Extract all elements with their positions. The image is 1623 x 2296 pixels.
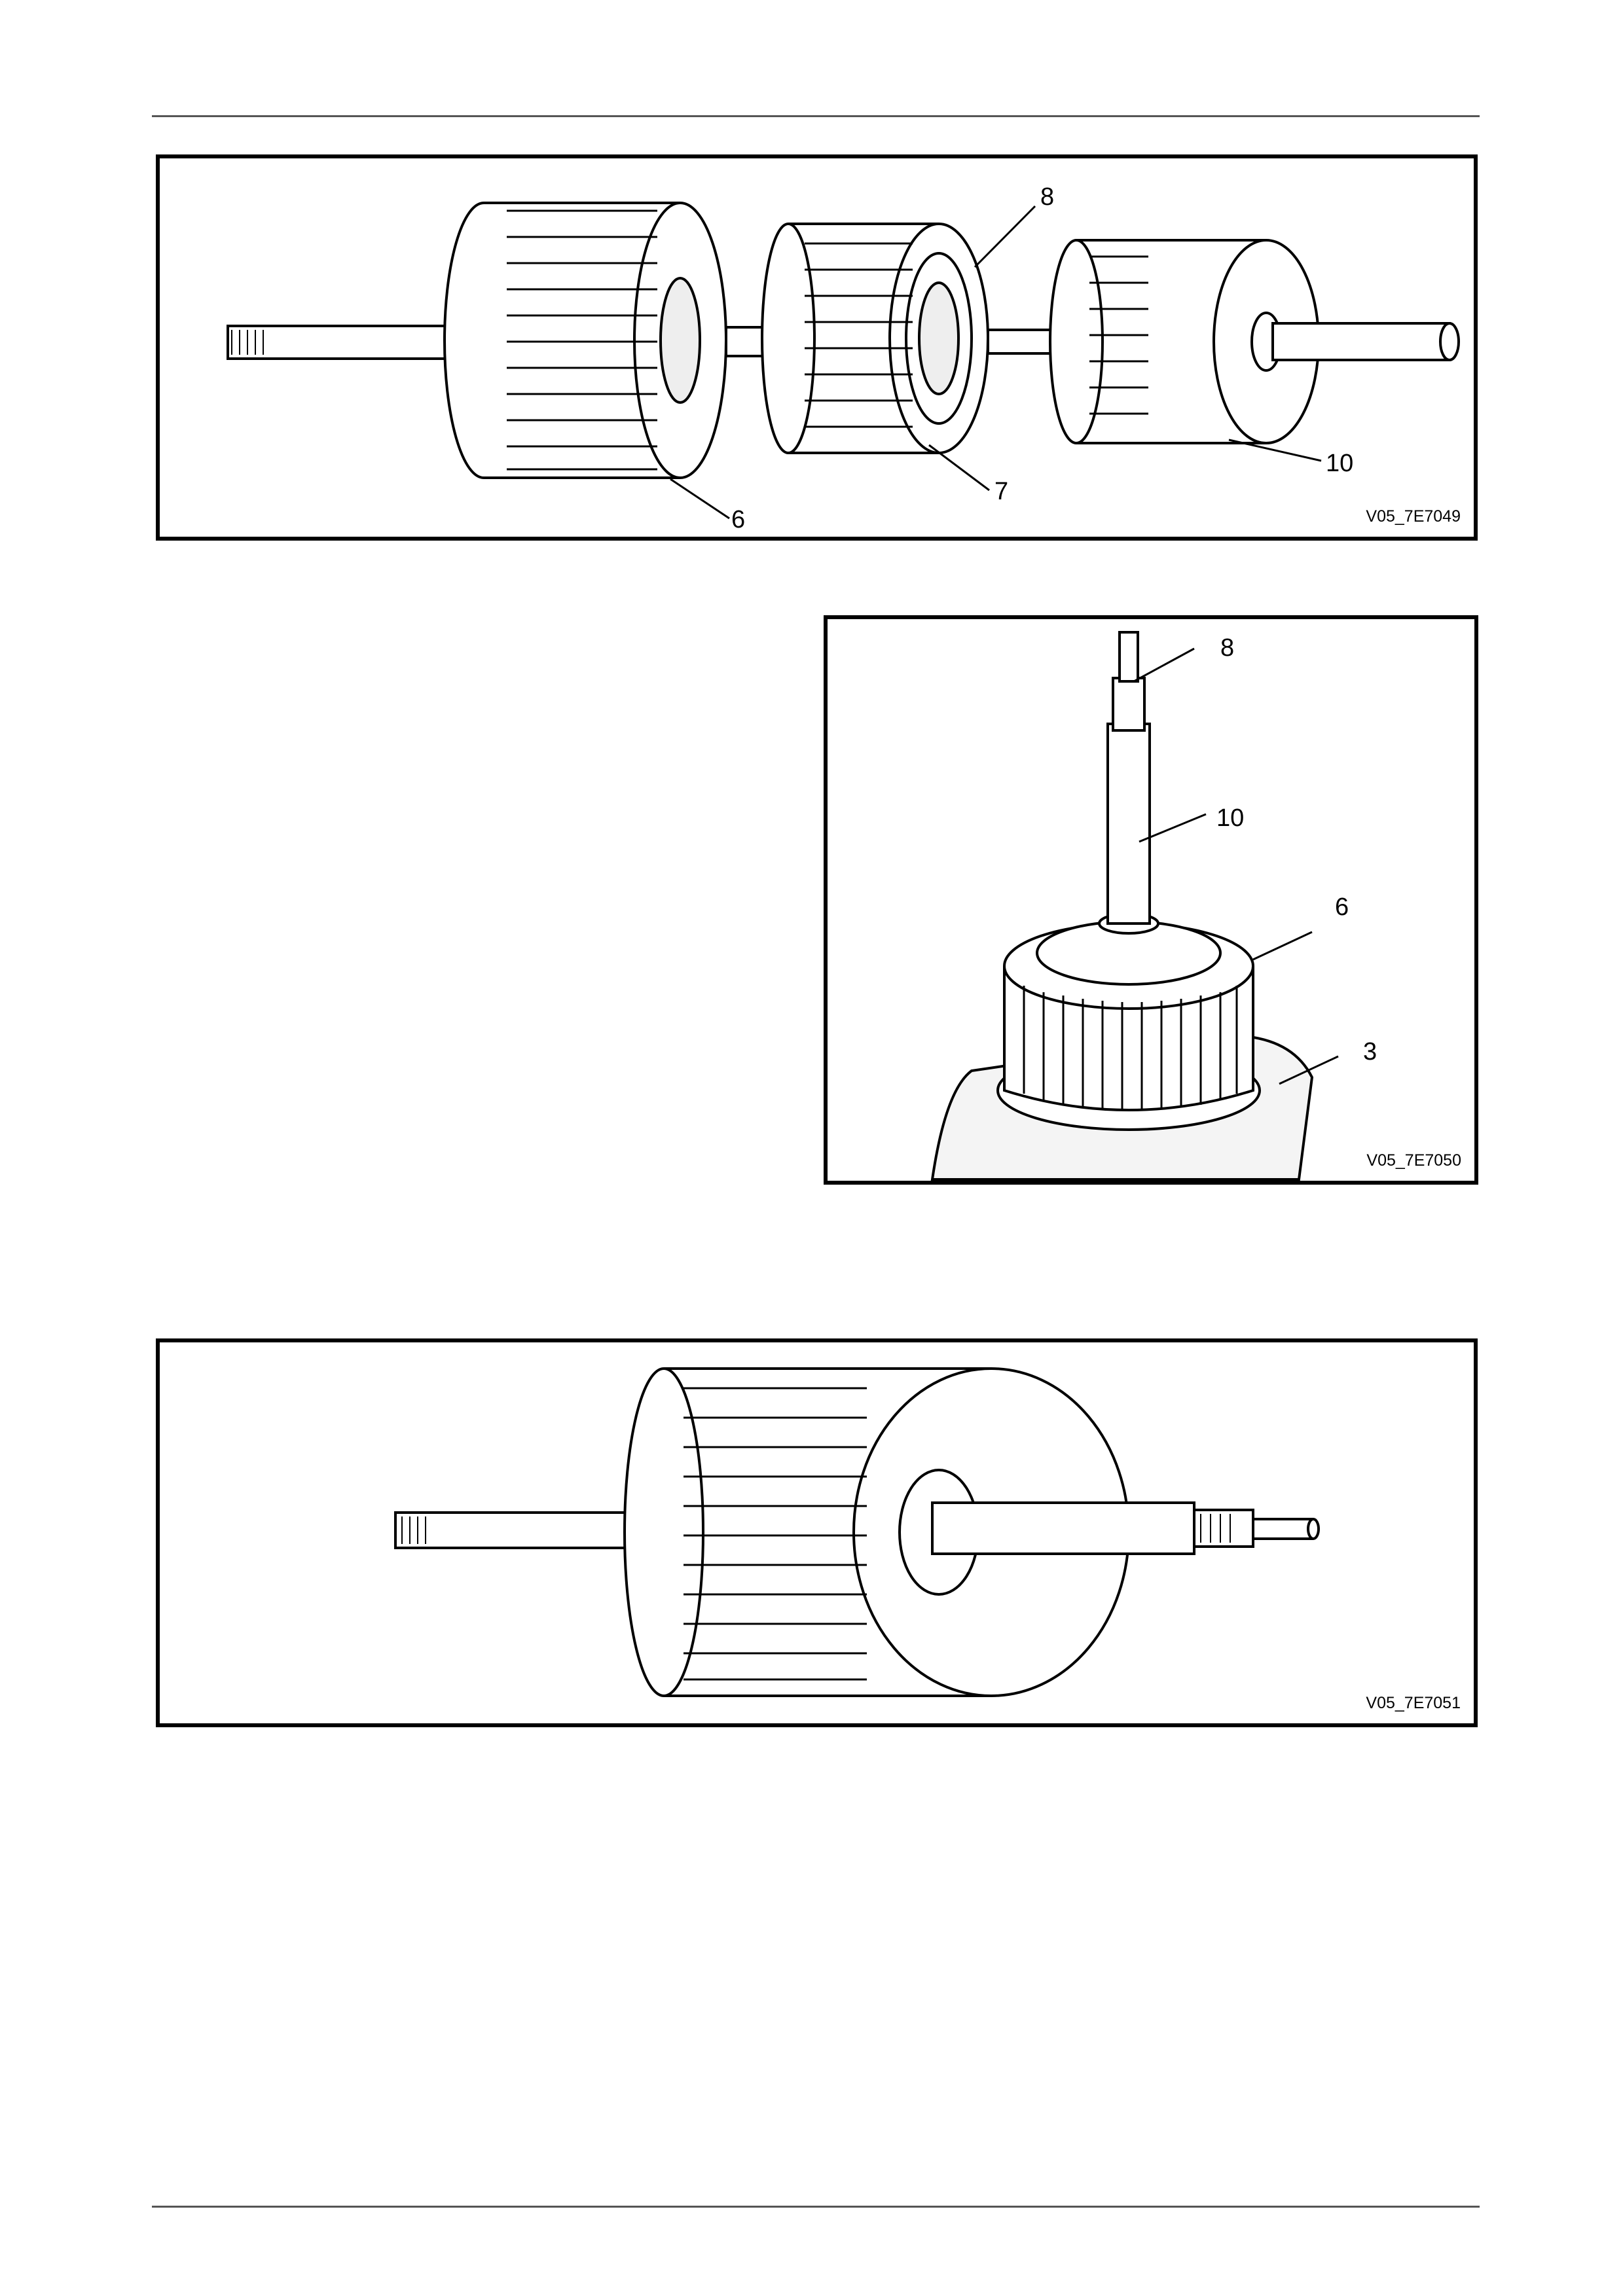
header-rule [152,115,1480,117]
callout-10: 10 [1326,451,1353,476]
figure-code: V05_7E7051 [1366,1694,1461,1713]
callout-8: 8 [1220,636,1234,660]
exploded-assembly-drawing [160,158,1474,537]
assembled-unit-drawing [160,1342,1474,1723]
figure-code: V05_7E7050 [1366,1151,1461,1170]
callout-6: 6 [1335,895,1349,920]
clutch-7-back [762,224,814,453]
callout-8: 8 [1040,185,1054,209]
callout-6: 6 [731,507,745,532]
figure-exploded-assembly: 8 10 7 6 V05_7E7049 [156,154,1478,541]
output-shaft-right [932,1503,1194,1554]
figure-assembled-unit: V05_7E7051 [156,1338,1478,1727]
shaft-8 [1113,678,1144,730]
figure-code: V05_7E7049 [1366,507,1461,526]
figure-installed-in-housing: 8 10 6 3 V05_7E7050 [824,615,1478,1185]
callout-7: 7 [994,479,1008,504]
output-shaft-right [1273,323,1450,360]
callout-3: 3 [1363,1039,1377,1064]
callout-10: 10 [1216,806,1244,831]
input-shaft-left [228,326,477,359]
shaft-10 [1108,724,1150,924]
footer-rule [152,2206,1480,2208]
installed-assembly-drawing [828,619,1474,1181]
